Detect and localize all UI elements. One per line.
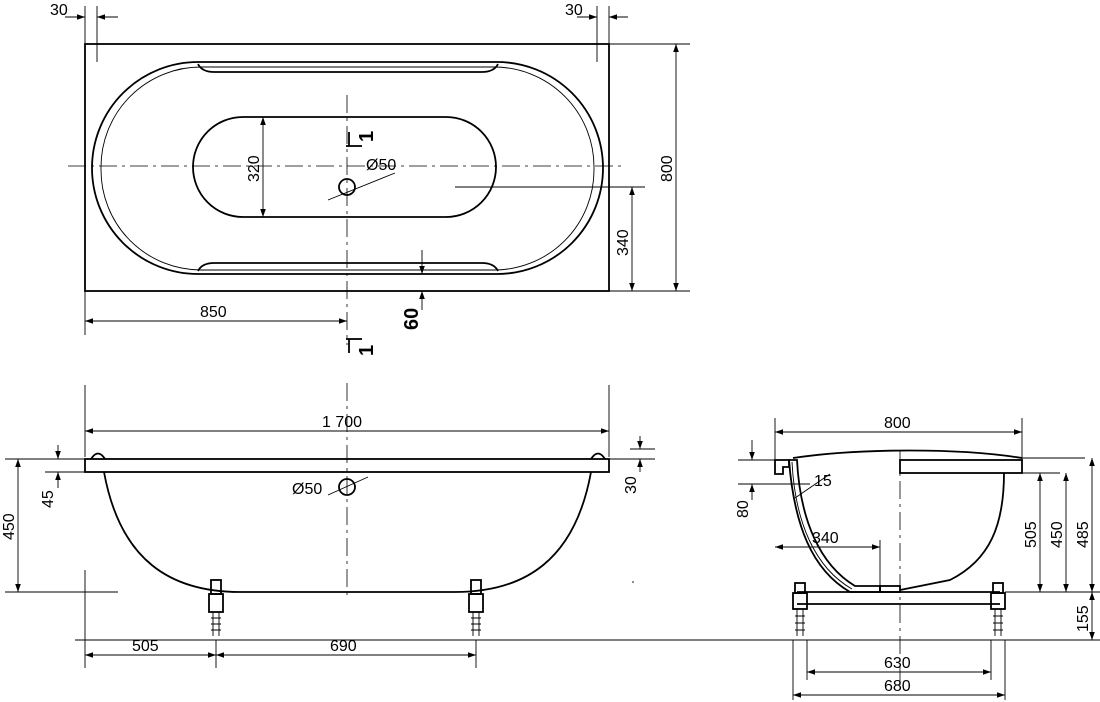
drain-leader bbox=[327, 476, 369, 496]
dim-630: 630 bbox=[884, 655, 911, 672]
armrest-top bbox=[197, 63, 499, 73]
front-drain bbox=[338, 478, 356, 496]
dim-690: 690 bbox=[330, 638, 357, 655]
side-rim-right bbox=[899, 459, 1023, 474]
dim-340-top: 340 bbox=[615, 229, 632, 256]
leg-left bbox=[208, 579, 224, 636]
section-label-bottom: 1 bbox=[356, 345, 378, 356]
dim-15: 15 bbox=[814, 473, 832, 490]
side-lip-left bbox=[774, 459, 790, 475]
drain-diameter-label: Ø50 bbox=[366, 157, 396, 174]
dim-leader-15 bbox=[794, 473, 831, 499]
side-view: 800 15 80 bbox=[735, 415, 1100, 700]
dim-505-front: 505 bbox=[132, 638, 159, 655]
drain-hole bbox=[338, 178, 356, 196]
section-marker-top: 1 bbox=[346, 131, 378, 147]
front-drain-label: Ø50 bbox=[292, 481, 322, 498]
dim-320: 320 bbox=[246, 155, 263, 182]
side-wall-right bbox=[899, 472, 1005, 591]
top-view: Ø50 30 30 800 320 340 850 60 bbox=[50, 2, 690, 356]
front-tub-body bbox=[103, 471, 592, 593]
dim-30-right: 30 bbox=[565, 2, 583, 19]
side-wall-inner bbox=[791, 461, 853, 590]
dim-155: 155 bbox=[1075, 605, 1092, 632]
side-leg-left bbox=[792, 582, 808, 636]
dim-45: 45 bbox=[40, 490, 57, 508]
side-wall-section bbox=[788, 459, 881, 593]
dim-850: 850 bbox=[200, 304, 227, 321]
front-view: 1 700 Ø50 450 45 bbox=[1, 383, 1100, 668]
tub-bottom-area bbox=[192, 116, 497, 218]
dim-30-front: 30 bbox=[623, 476, 640, 494]
leg-right bbox=[468, 579, 484, 636]
dim-485: 485 bbox=[1075, 521, 1092, 548]
dim-680: 680 bbox=[884, 678, 911, 695]
drain-leader bbox=[327, 172, 396, 201]
side-rim-curve bbox=[792, 449, 1023, 459]
front-bumps bbox=[90, 452, 606, 460]
section-marker-bottom: 1 bbox=[346, 338, 378, 356]
dim-60: 60 bbox=[401, 308, 423, 330]
dim-800-side: 800 bbox=[884, 415, 911, 432]
side-leg-right bbox=[990, 582, 1006, 636]
section-label-top: 1 bbox=[356, 131, 378, 142]
tub-inner-bowl bbox=[100, 66, 595, 271]
dim-505-side: 505 bbox=[1023, 521, 1040, 548]
dim-450-front: 450 bbox=[1, 513, 18, 540]
armrest-bottom bbox=[197, 262, 499, 272]
dim-1700: 1 700 bbox=[322, 414, 362, 431]
dim-30-left: 30 bbox=[50, 2, 68, 19]
dim-80: 80 bbox=[735, 500, 752, 518]
dim-800-top: 800 bbox=[659, 155, 676, 182]
dim-450-side: 450 bbox=[1049, 521, 1066, 548]
tub-outer-bowl bbox=[91, 61, 604, 275]
dim-340-side: 340 bbox=[812, 530, 839, 547]
